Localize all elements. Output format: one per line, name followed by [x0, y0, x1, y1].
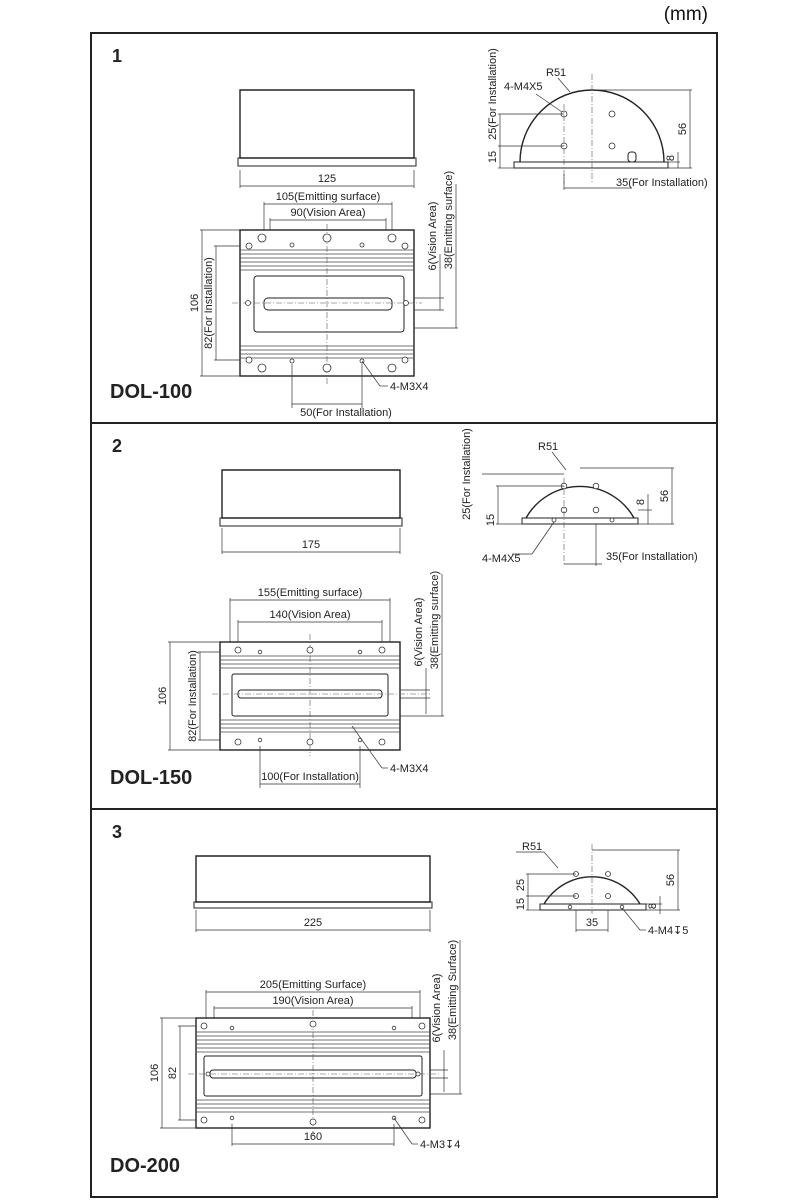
model-name: DO-200: [110, 1155, 181, 1177]
side-install-label: 25: [515, 879, 527, 891]
top-view: [193, 855, 433, 909]
side-8-label: 8: [665, 155, 677, 161]
screw-callout: 4-M3↧4: [393, 1117, 460, 1151]
side-56-label: 56: [659, 490, 671, 502]
vision-height-label: 6(Vision Area): [413, 598, 425, 667]
vertical-vision-dimension: 6(Vision Area) 38(Emitting surface): [400, 571, 444, 717]
side-35-label: 35(For Installation): [616, 177, 708, 189]
front-view: [212, 634, 432, 756]
front-view: [188, 1010, 440, 1136]
width-dimension: 225: [195, 910, 431, 932]
drawing-panel-2: 2 DOL-150 175: [90, 422, 718, 810]
vision-height-label: 6(Vision Area): [427, 202, 439, 271]
emitting-height-label: 38(Emitting surface): [429, 571, 441, 669]
screw-callout: 4-M3X4: [361, 360, 429, 393]
install-width-label: 160: [304, 1131, 322, 1143]
emitting-dimension: 105(Emitting surface): [263, 191, 393, 230]
vision-label: 190(Vision Area): [272, 995, 353, 1007]
emitting-dimension: 155(Emitting surface): [229, 587, 391, 642]
front-view: [232, 224, 422, 384]
unit-label: (mm): [663, 4, 708, 25]
width-label: 175: [302, 539, 320, 551]
side-view: [539, 844, 647, 914]
height-dimension: 106 82: [149, 1017, 196, 1129]
install-height-label: 82(For Installation): [187, 650, 199, 742]
side-8-label: 8: [647, 903, 659, 909]
side-install-label: 25(For Installation): [461, 428, 473, 520]
screw-label: 4-M3X4: [390, 763, 429, 775]
install-height-label: 82(For Installation): [203, 257, 215, 349]
top-view: [219, 469, 403, 527]
emitting-height-label: 38(Emitting Surface): [447, 940, 459, 1040]
vision-dimension: 190(Vision Area): [213, 995, 413, 1018]
panel-number: 3: [112, 822, 123, 842]
screw-label: 4-M3X4: [390, 381, 429, 393]
height-label: 106: [157, 687, 169, 705]
vertical-vision-dimension: 6(Vision Area) 38(Emitting surface): [414, 171, 458, 329]
vision-label: 90(Vision Area): [290, 207, 365, 219]
width-label: 225: [304, 917, 322, 929]
width-label: 125: [318, 173, 336, 185]
height-dimension: 106 82(For Installation): [189, 229, 240, 377]
install-width-dimension: 100(For Installation): [259, 746, 361, 788]
side-15-label: 15: [487, 151, 499, 163]
height-label: 106: [149, 1064, 161, 1082]
side-dimensions: R51 4-M4X5 25(For Installation) 15 56 8 …: [487, 48, 708, 190]
vision-dimension: 140(Vision Area): [237, 609, 383, 642]
drawing-panel-1: 1 DOL-100 125: [90, 32, 718, 424]
side-35-label: 35(For Installation): [606, 551, 698, 563]
side-56-label: 56: [677, 123, 689, 135]
emitting-label: 205(Emitting Surface): [260, 979, 366, 991]
model-name: DOL-100: [110, 381, 193, 403]
side-install-label: 25(For Installation): [487, 48, 499, 140]
install-width-label: 50(For Installation): [300, 407, 392, 419]
side-view: [513, 74, 669, 184]
side-35-label: 35: [586, 917, 598, 929]
technical-drawing: 175: [157, 428, 698, 788]
technical-drawing: 125: [189, 48, 708, 419]
height-label: 106: [189, 294, 201, 312]
side-screw-label: 4-M4X5: [482, 553, 521, 565]
vision-label: 140(Vision Area): [269, 609, 350, 621]
vertical-vision-dimension: 6(Vision Area) 38(Emitting Surface): [430, 940, 462, 1095]
panel-number: 1: [112, 46, 123, 66]
height-dimension: 106 82(For Installation): [157, 641, 220, 751]
side-screw-label: 4-M4X5: [504, 81, 543, 93]
vision-height-label: 6(Vision Area): [431, 974, 443, 1043]
screw-label: 4-M3↧4: [420, 1139, 460, 1151]
side-dimensions: R51 25 15 56 8 35 4-M4↧5: [515, 841, 688, 937]
radius-label: R51: [546, 67, 566, 79]
radius-label: R51: [538, 441, 558, 453]
emitting-label: 105(Emitting surface): [276, 191, 381, 203]
model-name: DOL-150: [110, 767, 193, 789]
side-dimensions: R51 25(For Installation) 15 4-M4X5 56 8 …: [461, 428, 698, 566]
width-dimension: 125: [239, 170, 415, 188]
radius-label: R51: [522, 841, 542, 853]
install-width-dimension: 160: [231, 1124, 395, 1146]
top-view: [237, 89, 417, 167]
side-15-label: 15: [515, 898, 527, 910]
panel-number: 2: [112, 436, 123, 456]
side-screw-label: 4-M4↧5: [648, 925, 688, 937]
side-8-label: 8: [635, 499, 647, 505]
drawing-panel-3: 3 DO-200 225: [90, 808, 718, 1198]
emitting-height-label: 38(Emitting surface): [443, 171, 455, 269]
side-15-label: 15: [485, 514, 497, 526]
emitting-label: 155(Emitting surface): [258, 587, 363, 599]
technical-drawing: 225: [149, 841, 688, 1151]
side-56-label: 56: [665, 874, 677, 886]
width-dimension: 175: [221, 528, 401, 554]
install-width-dimension: 50(For Installation): [291, 364, 392, 419]
vision-dimension: 90(Vision Area): [269, 207, 387, 230]
emitting-dimension: 205(Emitting Surface): [205, 979, 421, 1018]
install-height-label: 82: [167, 1067, 179, 1079]
install-width-label: 100(For Installation): [261, 771, 359, 783]
screw-callout: 4-M3X4: [351, 725, 429, 775]
